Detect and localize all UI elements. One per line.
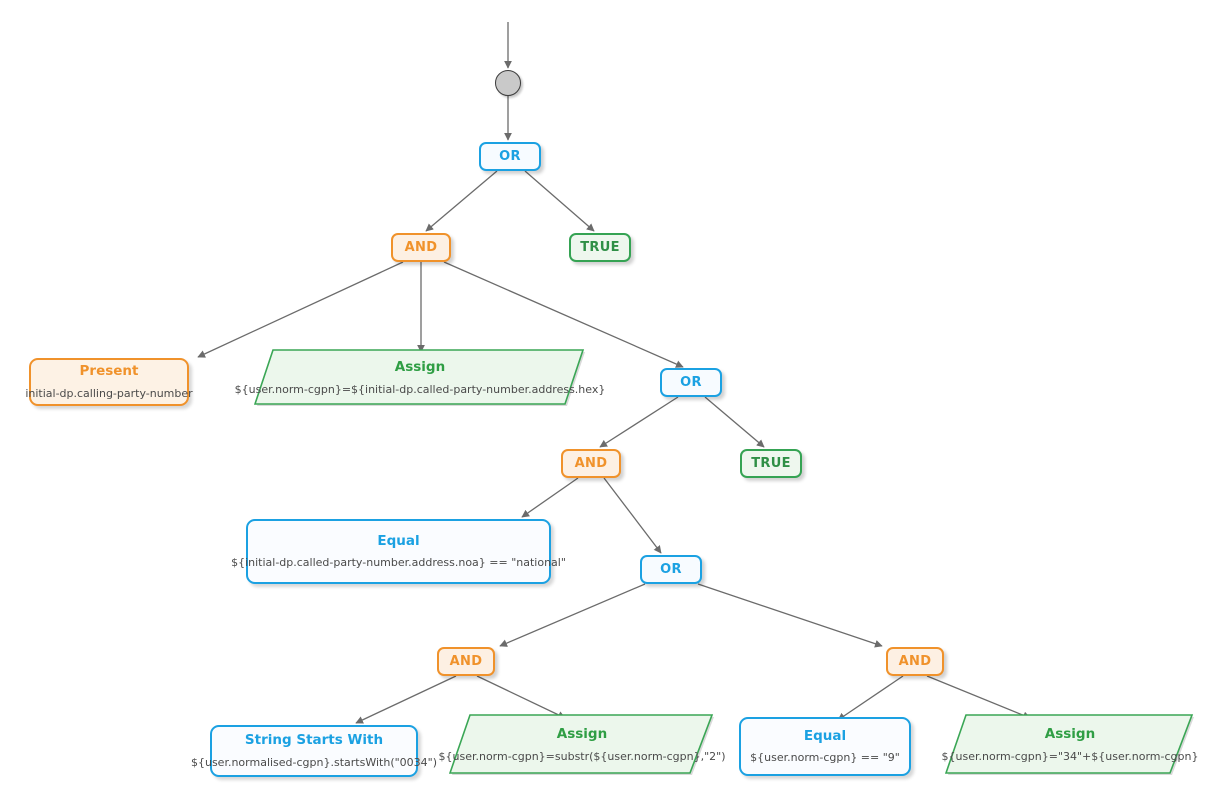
node-assign-1[interactable]: Assign ${user.norm-cgpn}=${initial-dp.ca…: [235, 349, 605, 407]
edge-and3-assign2: [476, 675, 566, 719]
node-true-1[interactable]: TRUE: [569, 233, 631, 262]
node-present-1[interactable]: Present initial-dp.calling-party-number: [25, 358, 193, 406]
card-expression: initial-dp.calling-party-number: [25, 386, 193, 400]
node-label: TRUE: [751, 456, 791, 471]
edge-or1-true1: [524, 170, 595, 232]
card-expression: ${user.normalised-cgpn}.startsWith("0034…: [190, 755, 438, 769]
node-equal-1[interactable]: Equal ${initial-dp.called-party-number.a…: [231, 519, 566, 584]
node-or-3[interactable]: OR: [640, 555, 702, 584]
card-expression: ${user.norm-cgpn} == "9": [750, 751, 900, 765]
assign-shape: [254, 349, 585, 405]
node-equal-2[interactable]: Equal ${user.norm-cgpn} == "9": [739, 717, 911, 776]
edge-and3-startswith1: [355, 675, 457, 724]
card-title: Assign: [556, 726, 608, 743]
edge-or1-and1: [425, 170, 498, 232]
node-and-2[interactable]: AND: [561, 449, 621, 478]
card-expression: ${initial-dp.called-party-number.address…: [231, 556, 566, 570]
card-title: Assign: [394, 359, 446, 376]
node-string-starts-with-1[interactable]: String Starts With ${user.normalised-cgp…: [191, 725, 437, 777]
edge-or2-true2: [704, 396, 765, 448]
node-label: AND: [449, 654, 483, 669]
node-and-4[interactable]: AND: [886, 647, 944, 676]
edge-or2-and2: [599, 396, 679, 448]
edge-and4-assign3: [926, 675, 1031, 719]
assign-shape: [449, 714, 714, 774]
assign-shape: [945, 714, 1194, 774]
card-expression: ${user.norm-cgpn}=${initial-dp.called-pa…: [234, 382, 606, 396]
node-and-3[interactable]: AND: [437, 647, 495, 676]
edge-and2-or3: [603, 477, 662, 554]
node-or-1[interactable]: OR: [479, 142, 541, 171]
node-label: AND: [574, 456, 608, 471]
card-title: Present: [79, 363, 139, 380]
node-label: OR: [499, 149, 521, 164]
node-label: AND: [404, 240, 438, 255]
node-true-2[interactable]: TRUE: [740, 449, 802, 478]
node-and-1[interactable]: AND: [391, 233, 451, 262]
card-expression: ${user.norm-cgpn}="34"+${user.norm-cgpn}: [941, 749, 1199, 763]
node-label: OR: [680, 375, 702, 390]
card-title: Equal: [377, 532, 420, 549]
node-assign-2[interactable]: Assign ${user.norm-cgpn}=substr(${user.n…: [439, 714, 726, 776]
node-or-2[interactable]: OR: [660, 368, 722, 397]
card-expression: ${user.norm-cgpn}=substr(${user.norm-cgp…: [438, 749, 726, 763]
edge-and1-present1: [197, 261, 404, 358]
node-label: TRUE: [580, 240, 620, 255]
node-assign-3[interactable]: Assign ${user.norm-cgpn}="34"+${user.nor…: [942, 714, 1198, 776]
edge-and2-equal1: [521, 477, 579, 518]
edge-or3-and4: [697, 583, 883, 648]
card-title: String Starts With: [244, 732, 384, 749]
card-title: Assign: [1044, 726, 1096, 743]
edge-and4-equal2: [837, 675, 904, 721]
node-label: OR: [660, 562, 682, 577]
edge-or3-and3: [499, 583, 646, 647]
node-label: AND: [898, 654, 932, 669]
card-title: Equal: [803, 727, 847, 744]
start-node[interactable]: [495, 70, 521, 96]
